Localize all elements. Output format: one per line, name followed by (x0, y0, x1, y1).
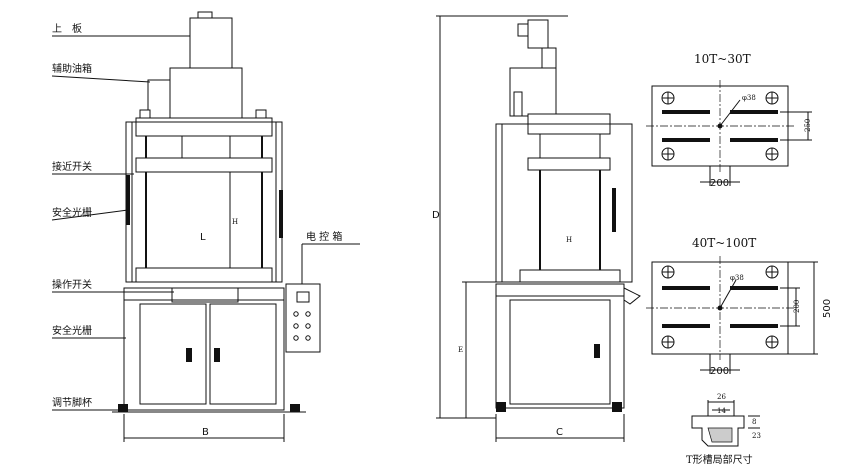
plate-small: 10T~30T φ38 250 200 (646, 52, 812, 189)
front-aux-tank (147, 79, 171, 119)
front-work-table (135, 267, 273, 283)
front-cabinet (123, 299, 285, 411)
front-operation-panel (171, 287, 239, 303)
front-electric-box (285, 283, 321, 353)
t-slot-dim-right-b: 23 (752, 432, 761, 440)
t-slot-detail: 26 14 8 23 T形槽局部尺寸 (686, 393, 761, 466)
plate-large: 40T~100T φ38 200 500 200 (646, 236, 833, 377)
side-table (519, 269, 621, 283)
side-door (509, 299, 611, 405)
side-dim-E: E (458, 346, 463, 354)
front-dim-L: L (200, 232, 206, 243)
front-door-right (209, 303, 277, 405)
front-slide-plate (135, 157, 273, 173)
side-slide (527, 157, 611, 171)
plate-large-width: 200 (710, 366, 729, 377)
front-bolt-right (255, 109, 267, 119)
side-dim-D: D (432, 210, 440, 221)
front-ram (181, 135, 231, 159)
plate-large-slot-pitch: 200 (793, 300, 801, 313)
label-adjust-foot: 调节脚杯 (52, 396, 92, 409)
label-proximity-switch: 接近开关 (52, 160, 92, 173)
side-ram (539, 133, 601, 159)
plate-small-title: 10T~30T (694, 52, 751, 66)
plate-small-width: 200 (710, 178, 729, 189)
t-slot-dim-mid: 14 (717, 407, 726, 415)
label-safety-grating-lower: 安全光栅 (52, 324, 92, 337)
front-top-plate (135, 117, 273, 137)
front-dim-H: H (232, 218, 238, 226)
label-top-plate: 上 板 (52, 22, 82, 35)
front-dim-B: B (202, 427, 209, 438)
label-electric-box: 电 控 箱 (306, 230, 342, 243)
front-door-left (139, 303, 207, 405)
front-view: L H B 上 板 辅助油箱 接近开关 安全光栅 操作开关 (51, 11, 360, 442)
plate-large-hole: φ38 (730, 274, 744, 282)
label-aux-tank: 辅助油箱 (52, 62, 92, 75)
t-slot-dim-right-a: 8 (752, 418, 756, 426)
label-operation-switch: 操作开关 (52, 278, 92, 291)
front-cylinder (189, 17, 233, 69)
plate-large-title: 40T~100T (692, 236, 756, 250)
side-view: H C D E (432, 15, 641, 442)
plate-small-slot-pitch: 250 (804, 119, 812, 132)
side-valve (527, 19, 549, 49)
t-slot-dim-top: 26 (717, 393, 726, 401)
side-dim-H: H (566, 236, 572, 244)
t-slot-caption: T形槽局部尺寸 (686, 453, 753, 466)
front-upper-block (169, 67, 243, 119)
plate-small-hole: φ38 (742, 94, 756, 102)
front-bolt-left (139, 109, 151, 119)
side-cabinet (495, 295, 625, 409)
plate-large-height: 500 (822, 299, 833, 318)
side-dim-C: C (556, 427, 563, 438)
front-cylinder-cap (197, 11, 213, 19)
